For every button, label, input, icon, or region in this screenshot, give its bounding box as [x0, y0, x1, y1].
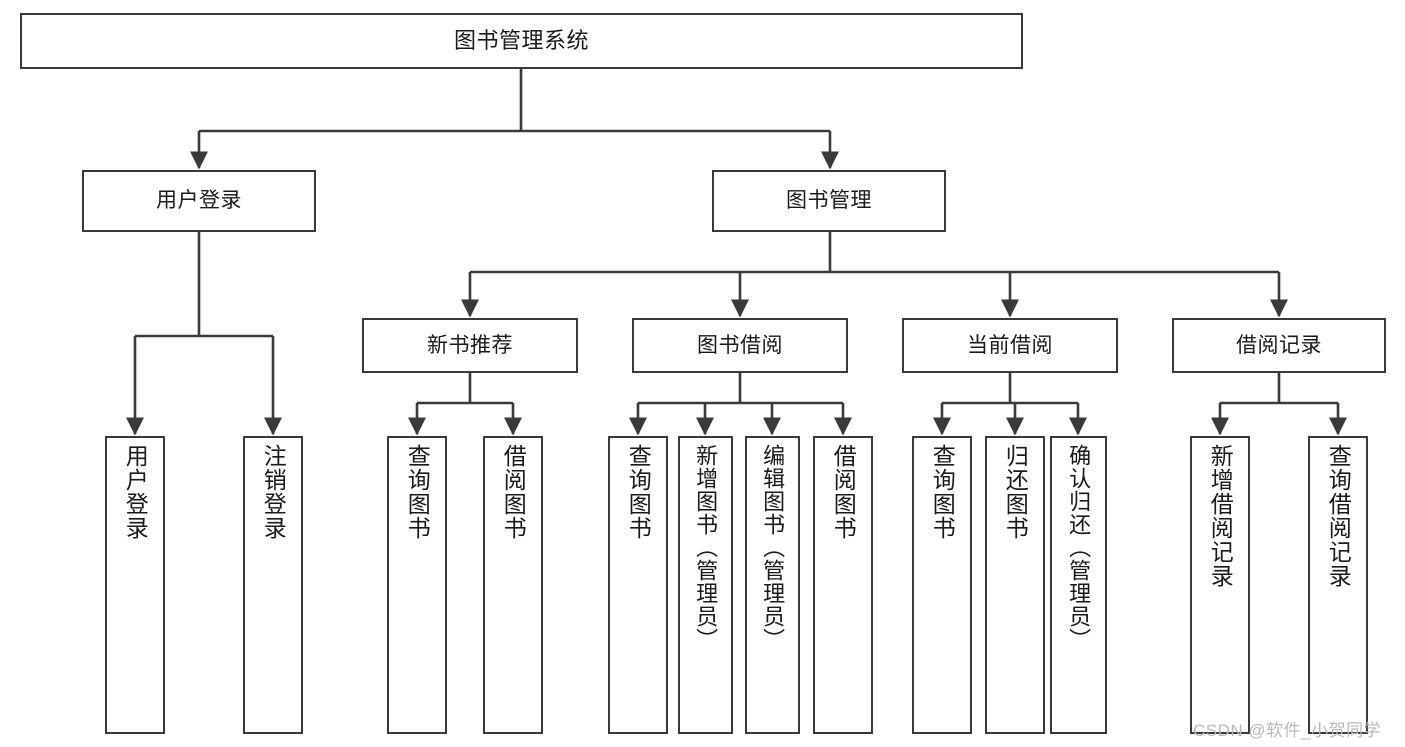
- csdn-watermark: CSDN @软件_小贺同学: [1193, 716, 1381, 741]
- node-book-borrow[interactable]: 图书借阅: [632, 318, 848, 373]
- node-root[interactable]: 图书管理系统: [20, 13, 1023, 69]
- node-leaf-add-book[interactable]: 新增图书（管理员）: [678, 436, 733, 734]
- node-leaf-add-record[interactable]: 新增借阅记录: [1190, 436, 1250, 734]
- node-user-login-label: 用户登录: [156, 189, 242, 213]
- node-leaf-query-book-2-label: 查询图书: [625, 444, 652, 540]
- node-leaf-confirm-return[interactable]: 确认归还（管理员）: [1050, 436, 1107, 734]
- node-leaf-user-logout[interactable]: 注销登录: [243, 436, 303, 734]
- node-borrow-record-label: 借阅记录: [1236, 333, 1322, 357]
- node-leaf-return-book[interactable]: 归还图书: [985, 436, 1045, 734]
- node-current-borrow[interactable]: 当前借阅: [902, 318, 1118, 373]
- node-leaf-edit-book[interactable]: 编辑图书（管理员）: [745, 436, 800, 734]
- node-leaf-edit-book-label: 编辑图书（管理员）: [760, 444, 786, 651]
- node-leaf-query-book-2[interactable]: 查询图书: [608, 436, 668, 734]
- node-leaf-query-record-label: 查询借阅记录: [1325, 444, 1352, 588]
- node-leaf-query-record[interactable]: 查询借阅记录: [1308, 436, 1368, 734]
- node-leaf-borrow-book-1[interactable]: 借阅图书: [483, 436, 543, 734]
- node-leaf-return-book-label: 归还图书: [1002, 444, 1029, 540]
- node-leaf-confirm-return-label: 确认归还（管理员）: [1066, 444, 1092, 651]
- node-leaf-borrow-book-2[interactable]: 借阅图书: [813, 436, 873, 734]
- node-leaf-query-book-3-label: 查询图书: [929, 444, 956, 540]
- node-leaf-query-book-1-label: 查询图书: [404, 444, 431, 540]
- node-new-book-rec-label: 新书推荐: [427, 333, 513, 357]
- node-book-manage[interactable]: 图书管理: [712, 170, 946, 232]
- node-leaf-user-login[interactable]: 用户登录: [105, 436, 165, 734]
- node-leaf-borrow-book-1-label: 借阅图书: [500, 444, 527, 540]
- node-leaf-borrow-book-2-label: 借阅图书: [830, 444, 857, 540]
- node-leaf-user-logout-label: 注销登录: [260, 444, 287, 540]
- node-current-borrow-label: 当前借阅: [967, 333, 1053, 357]
- node-book-borrow-label: 图书借阅: [697, 333, 783, 357]
- node-user-login[interactable]: 用户登录: [82, 170, 316, 232]
- csdn-watermark-text: CSDN @软件_小贺同学: [1193, 721, 1382, 740]
- node-leaf-add-book-label: 新增图书（管理员）: [693, 444, 719, 651]
- node-root-label: 图书管理系统: [453, 27, 589, 53]
- node-borrow-record[interactable]: 借阅记录: [1172, 318, 1386, 373]
- node-leaf-query-book-3[interactable]: 查询图书: [912, 436, 972, 734]
- node-leaf-add-record-label: 新增借阅记录: [1207, 444, 1234, 588]
- node-leaf-query-book-1[interactable]: 查询图书: [387, 436, 447, 734]
- node-leaf-user-login-label: 用户登录: [122, 444, 149, 540]
- node-book-manage-label: 图书管理: [786, 189, 872, 213]
- node-new-book-rec[interactable]: 新书推荐: [362, 318, 578, 373]
